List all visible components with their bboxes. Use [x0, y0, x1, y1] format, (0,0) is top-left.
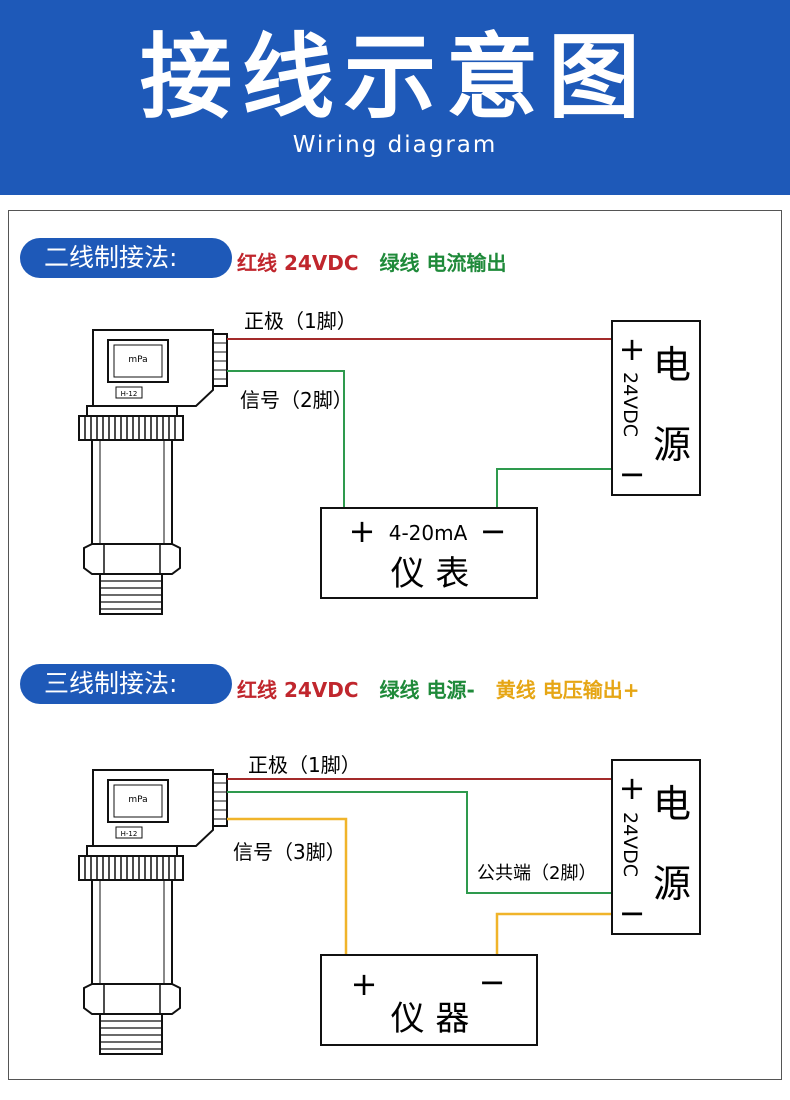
- three-wire-power-char2: 源: [653, 862, 691, 906]
- page-title: 接线示意图: [139, 24, 650, 131]
- two-wire-meter-plus: +: [349, 512, 376, 550]
- three-wire-meter-minus: −: [479, 963, 506, 1001]
- sensor-model-2: H-12: [121, 830, 138, 838]
- two-wire-power-char2: 源: [653, 423, 691, 467]
- three-wire-positive-label: 正极（1脚）: [248, 753, 361, 777]
- two-wire-method-pill: 二线制接法:: [20, 238, 232, 278]
- three-wire-power-voltage: 24VDC: [619, 812, 641, 877]
- two-wire-signal-label: 信号（2脚）: [240, 388, 353, 412]
- two-wire-meter-minus: −: [480, 512, 507, 550]
- two-wire-legend: 红线 24VDC 绿线 电流输出: [237, 247, 521, 276]
- three-wire-yellow-wire-return: [495, 912, 612, 955]
- two-wire-power-box: [611, 320, 701, 496]
- two-wire-green-wire-return: [496, 468, 612, 508]
- sensor-badge-2: mPa: [128, 795, 147, 805]
- three-wire-signal-label: 信号（3脚）: [233, 840, 346, 864]
- sensor-model-1: H-12: [121, 390, 138, 398]
- three-wire-meter-name: 仪 器: [391, 999, 470, 1039]
- two-wire-power-minus: −: [619, 455, 646, 493]
- three-wire-power-box: [611, 759, 701, 935]
- diagram-frame: [8, 210, 782, 1080]
- two-wire-power-voltage: 24VDC: [619, 372, 641, 437]
- two-wire-meter-name: 仪 表: [391, 554, 470, 594]
- three-wire-legend-green: 绿线 电源-: [379, 678, 475, 702]
- two-wire-positive-label: 正极（1脚）: [244, 309, 357, 333]
- three-wire-method-pill: 三线制接法:: [20, 664, 232, 704]
- two-wire-power-plus: +: [619, 330, 646, 368]
- two-wire-legend-green: 绿线 电流输出: [379, 251, 507, 275]
- three-wire-power-plus: +: [619, 769, 646, 807]
- three-wire-legend-red: 红线 24VDC: [237, 678, 359, 702]
- three-wire-legend: 红线 24VDC 绿线 电源- 黄线 电压输出+: [237, 674, 654, 703]
- three-wire-green-wire: [227, 791, 612, 894]
- three-wire-power-minus: −: [619, 894, 646, 932]
- two-wire-green-wire-signal: [227, 370, 345, 508]
- three-wire-sensor: mPa H-12: [78, 769, 228, 1055]
- two-wire-meter-range: 4-20mA: [389, 521, 468, 545]
- two-wire-legend-red: 红线 24VDC: [237, 251, 359, 275]
- three-wire-common-label: 公共端（2脚）: [477, 863, 596, 884]
- sensor-badge-1: mPa: [128, 355, 147, 365]
- two-wire-sensor: mPa H-12: [78, 329, 228, 615]
- three-wire-meter-plus: +: [351, 965, 378, 1003]
- page-subtitle: Wiring diagram: [292, 132, 498, 158]
- three-wire-yellow-wire-signal: [227, 817, 348, 955]
- header-banner: 接线示意图 Wiring diagram: [0, 0, 790, 195]
- two-wire-meter-box: [320, 507, 538, 599]
- three-wire-power-char1: 电: [653, 782, 691, 826]
- three-wire-legend-yellow: 黄线 电压输出+: [495, 678, 640, 702]
- three-wire-meter-box: [320, 954, 538, 1046]
- two-wire-power-char1: 电: [653, 343, 691, 387]
